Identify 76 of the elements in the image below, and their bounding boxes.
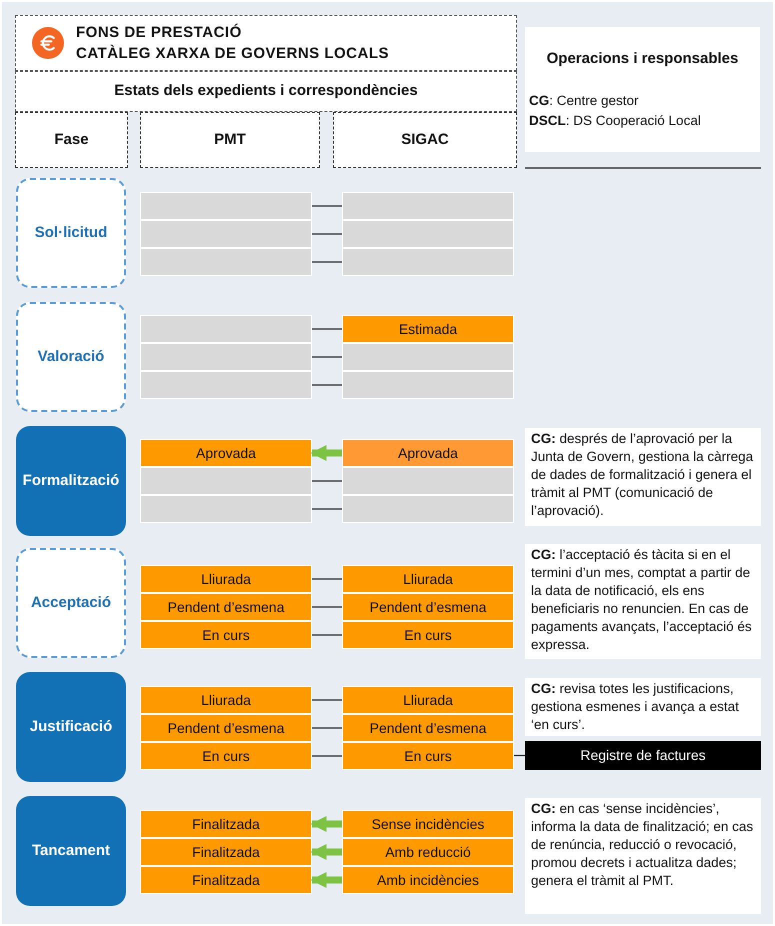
note-box: CG: en cas ‘sense incidències’, informa la data de finalització; en cas de renúncia, reducció o revocació, promou decrets i actualitza dades; genera el tràmit al PMT. — [525, 798, 761, 914]
phase-box: Valoració — [16, 302, 126, 412]
empty-cell — [342, 495, 514, 523]
connector-line — [312, 384, 342, 386]
arrow — [310, 844, 342, 860]
phase-box: Tancament — [16, 796, 126, 906]
connector-line — [312, 480, 342, 482]
status-cell: Estimada — [342, 315, 514, 343]
empty-cell — [140, 495, 312, 523]
connector-line — [312, 356, 342, 358]
status-cell: Pendent d’esmena — [140, 714, 312, 742]
connector-line — [312, 261, 342, 263]
connector-line — [312, 606, 342, 608]
empty-cell — [140, 343, 312, 371]
empty-cell — [140, 315, 312, 343]
empty-cell — [140, 248, 312, 276]
connector-line — [312, 508, 342, 510]
status-cell: Finalitzada — [140, 866, 312, 894]
note-box: CG: l’acceptació és tàcita si en el termini d’un mes, comptat a partir de la data de notificació, els ens beneficiaris no renuncien. En cas de pagaments avançats, l’acceptació és expressa. — [525, 544, 761, 659]
status-cell: Amb reducció — [342, 838, 514, 866]
empty-cell — [342, 192, 514, 220]
status-cell: Finalitzada — [140, 838, 312, 866]
empty-cell — [342, 220, 514, 248]
abbreviation-text: CG: Centre gestor — [529, 92, 640, 110]
arrow — [310, 872, 342, 888]
note-box: CG: revisa totes les justificacions, gestiona esmenes i avança a estat ‘en curs’. — [525, 678, 761, 736]
status-cell: Pendent d’esmena — [342, 714, 514, 742]
empty-cell — [140, 467, 312, 495]
phase-box: Justificació — [16, 672, 126, 782]
empty-cell — [342, 467, 514, 495]
status-cell: En curs — [342, 621, 514, 649]
status-cell: Lliurada — [342, 565, 514, 593]
column-header: SIGAC — [333, 112, 517, 168]
status-cell: En curs — [140, 621, 312, 649]
subtitle-box: Estats dels expedients i correspondències — [15, 71, 517, 112]
panel-heading: Operacions i responsables — [546, 49, 740, 70]
connector-line — [312, 699, 342, 701]
column-header: Fase — [15, 112, 128, 168]
connector-line — [312, 634, 342, 636]
connector-line — [312, 578, 342, 580]
status-cell: Lliurada — [342, 686, 514, 714]
empty-cell — [342, 343, 514, 371]
connector-line — [312, 755, 342, 757]
empty-cell — [342, 248, 514, 276]
empty-cell — [140, 192, 312, 220]
status-cell: Aprovada — [342, 439, 514, 467]
arrow — [310, 444, 342, 462]
connector-line — [312, 233, 342, 235]
status-cell: Lliurada — [140, 686, 312, 714]
status-cell: Aprovada — [140, 439, 312, 467]
column-header: PMT — [140, 112, 320, 168]
status-cell: Sense incidències — [342, 810, 514, 838]
phase-box: Acceptació — [16, 548, 126, 658]
title-box — [15, 15, 517, 71]
title-line: FONS DE PRESTACIÓ — [76, 22, 243, 43]
connector-line — [514, 754, 525, 756]
title-line: CATÀLEG XARXA DE GOVERNS LOCALS — [76, 44, 390, 64]
empty-cell — [342, 371, 514, 399]
status-cell: Pendent d’esmena — [140, 593, 312, 621]
phase-box: Formalització — [16, 426, 126, 536]
empty-cell — [140, 371, 312, 399]
status-cell: En curs — [140, 742, 312, 770]
connector-line — [312, 727, 342, 729]
abbreviation-text: DSCL: DS Cooperació Local — [529, 112, 702, 130]
status-cell: Pendent d’esmena — [342, 593, 514, 621]
phase-box: Sol·licitud — [16, 178, 126, 288]
status-cell: Finalitzada — [140, 810, 312, 838]
note-box: CG: després de l’aprovació per la Junta de Govern, gestiona la càrrega de dades de formalització i genera el tràmit al PMT (comunicació de l’aprovació). — [525, 428, 761, 526]
connector-line — [312, 205, 342, 207]
empty-cell — [140, 220, 312, 248]
status-cell: En curs — [342, 742, 514, 770]
status-cell: Lliurada — [140, 565, 312, 593]
connector-line — [312, 328, 342, 330]
status-cell: Amb incidències — [342, 866, 514, 894]
arrow — [310, 816, 342, 832]
system-box: Registre de factures — [525, 741, 761, 770]
